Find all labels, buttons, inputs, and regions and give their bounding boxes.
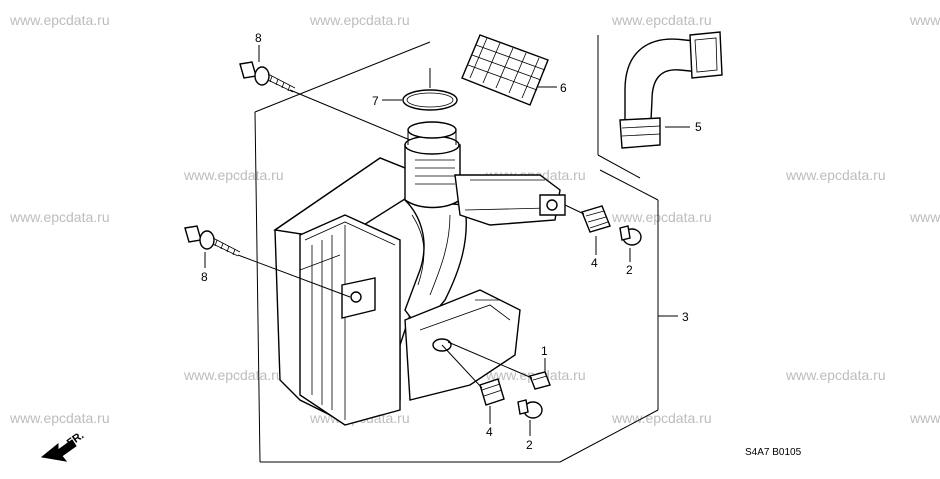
part-8-bolt-lower xyxy=(184,225,351,298)
diagram-code: S4A7 B0105 xyxy=(745,447,802,458)
callout-4-lower: 4 xyxy=(486,425,493,439)
callout-4-upper: 4 xyxy=(591,256,598,270)
watermark-text: www.epcdata.ru xyxy=(9,410,110,426)
assembly-boundary xyxy=(254,35,659,463)
watermark-text: www.epcdata.ru xyxy=(9,209,110,225)
part-8-bolt-upper xyxy=(239,45,411,141)
resonator-body xyxy=(273,121,566,426)
callout-8-upper: 8 xyxy=(255,31,262,45)
part-1-nut xyxy=(447,341,551,390)
watermark-text: www.epcdata.ru xyxy=(909,209,940,225)
callout-5: 5 xyxy=(695,120,702,134)
part-4-grommet-upper xyxy=(564,204,611,255)
watermark-text: www.epcdata.ru xyxy=(611,12,712,28)
callout-labels: 1 2 2 3 4 4 5 6 7 8 8 xyxy=(201,31,702,452)
watermark-text: www.epcdata.ru xyxy=(9,12,110,28)
part-6-filter-element xyxy=(461,34,557,106)
callout-6: 6 xyxy=(560,81,567,95)
part-5-elbow-hose xyxy=(619,31,723,149)
callout-1: 1 xyxy=(541,344,548,358)
front-direction-arrow: FR. xyxy=(40,429,86,462)
arrow-icon xyxy=(40,439,77,462)
callout-7: 7 xyxy=(372,94,379,108)
watermark-text: www.epcdata.ru xyxy=(183,367,284,383)
watermark-text: www.epcdata.ru xyxy=(785,367,886,383)
watermark-text: www.epcdata.ru xyxy=(183,167,284,183)
watermark-text: www.epcdata.ru xyxy=(909,410,940,426)
part-2-collar-lower xyxy=(517,399,543,436)
part-2-collar-upper xyxy=(619,225,642,262)
watermark-text: www.epcdata.ru xyxy=(309,12,410,28)
callout-8-lower: 8 xyxy=(201,270,208,284)
part-7-o-ring xyxy=(382,68,458,111)
callout-2-lower: 2 xyxy=(526,438,533,452)
watermark-text: www.epcdata.ru xyxy=(909,12,940,28)
watermark-text: www.epcdata.ru xyxy=(785,167,886,183)
watermark-text: www.epcdata.ru xyxy=(611,410,712,426)
watermark-text: www.epcdata.ru xyxy=(611,209,712,225)
callout-3: 3 xyxy=(682,310,689,324)
part-4-grommet-lower xyxy=(441,344,505,424)
callout-2-upper: 2 xyxy=(626,263,633,277)
